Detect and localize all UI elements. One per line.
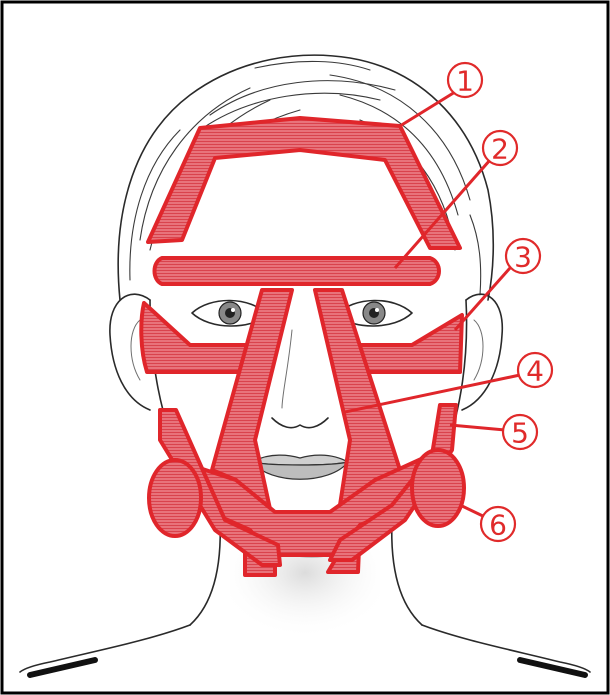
- zone-label-2: 2: [483, 131, 517, 166]
- svg-text:3: 3: [514, 241, 532, 274]
- zone-label-5: 5: [503, 415, 537, 450]
- zone-1-forehead: [148, 118, 460, 248]
- treatment-zones: [141, 118, 464, 575]
- zone-label-4: 4: [518, 353, 552, 388]
- zone-6-jowl-left: [149, 460, 201, 536]
- lips: [252, 455, 348, 479]
- svg-text:2: 2: [491, 133, 509, 166]
- svg-text:1: 1: [456, 65, 474, 98]
- svg-text:5: 5: [511, 417, 529, 450]
- zone-6-jowl-right: [412, 450, 464, 526]
- svg-text:4: 4: [526, 355, 544, 388]
- svg-text:6: 6: [489, 509, 507, 542]
- zone-label-1: 1: [448, 63, 482, 98]
- zone-label-3: 3: [506, 239, 540, 274]
- zone-label-6: 6: [481, 507, 515, 542]
- zone-2-brow: [155, 258, 440, 284]
